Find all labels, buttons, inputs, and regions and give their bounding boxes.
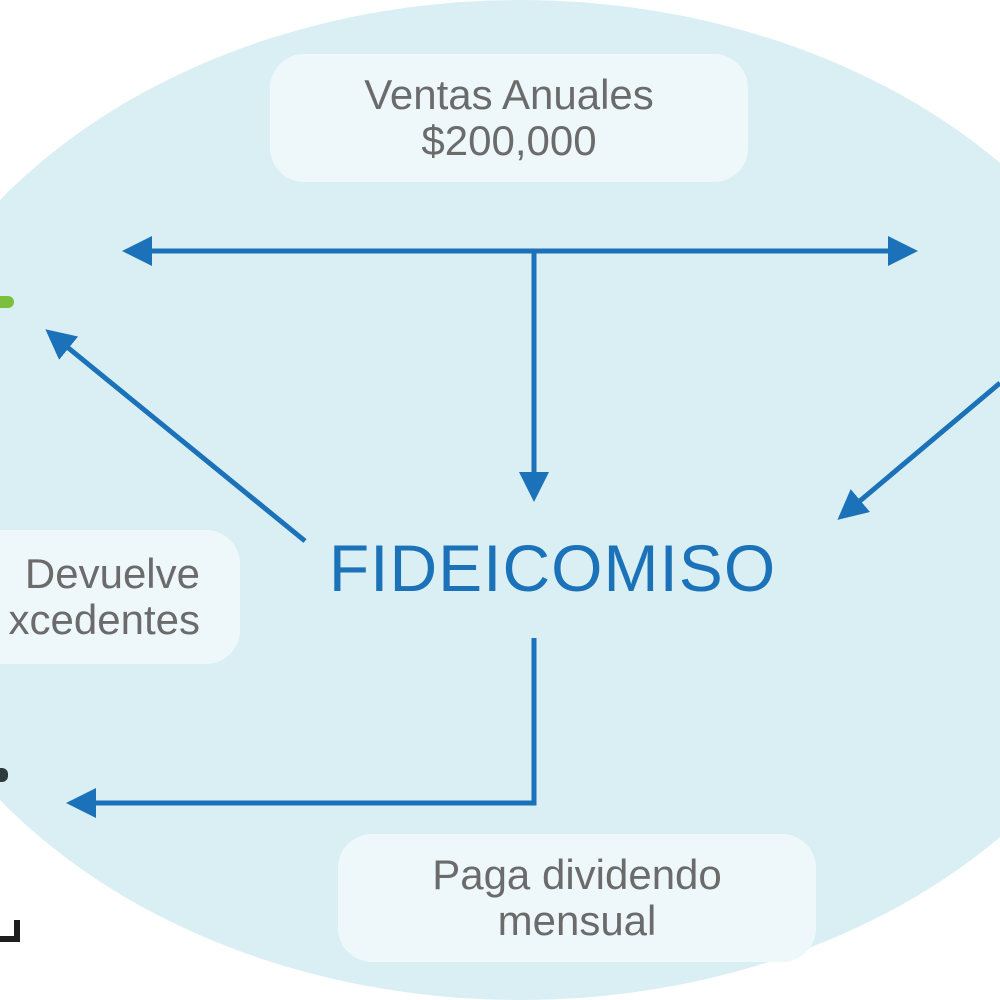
elbow-arrow-dividend	[66, 638, 537, 818]
dark-corner-icon	[0, 920, 20, 942]
devuelve-excedentes-box: Devuelve xcedentes	[0, 530, 240, 664]
ventas-anuales-amount: $200,000	[421, 117, 597, 164]
ventas-anuales-label: Ventas Anuales	[364, 71, 654, 118]
devuelve-label: Devuelve	[24, 550, 200, 597]
fideicomiso-title: FIDEICOMISO	[328, 531, 777, 605]
ventas-anuales-box: Ventas Anuales $200,000	[270, 54, 748, 182]
dark-shape-icon	[0, 768, 8, 782]
excedentes-label: xcedentes	[8, 596, 200, 643]
left-diagonal-arrow	[45, 329, 307, 543]
mensual-label: mensual	[497, 897, 657, 944]
right-diagonal-arrow	[837, 381, 1000, 520]
green-leaf-icon	[0, 296, 14, 308]
paga-dividendo-label: Paga dividendo	[432, 851, 722, 898]
paga-dividendo-box: Paga dividendo mensual	[338, 834, 816, 962]
